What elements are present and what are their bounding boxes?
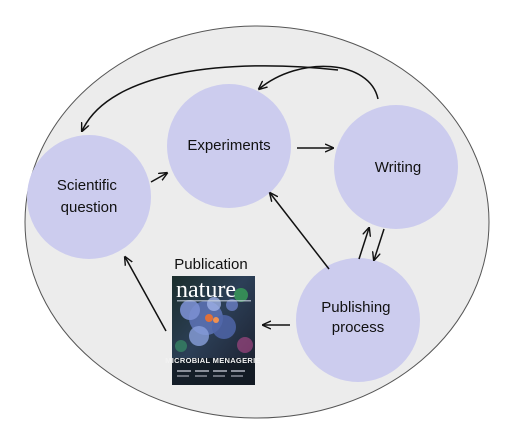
svg-text:Scientific question: Scientific question bbox=[57, 177, 121, 216]
node-writing: Writing bbox=[334, 105, 458, 229]
cover-subtitle: MICROBIAL MENAGERIE bbox=[165, 356, 261, 365]
node-writing-circle bbox=[334, 105, 458, 229]
nature-cover-image: nature MICROBIAL MENAGERIE bbox=[165, 276, 261, 385]
arrow-publication-to-question bbox=[125, 257, 167, 332]
arrow-publishing-to-writing bbox=[358, 228, 369, 260]
node-experiments: Experiments bbox=[167, 84, 291, 208]
arrow-publishing-to-experiments bbox=[270, 193, 330, 270]
node-publishing-process-label-line1: Publishing bbox=[321, 299, 390, 316]
node-scientific-question-label-line1: Scientific bbox=[57, 177, 118, 194]
arrow-writing-to-question-loop bbox=[82, 65, 339, 131]
node-scientific-question: Scientific question bbox=[27, 135, 151, 259]
node-experiments-label: Experiments bbox=[187, 137, 270, 154]
svg-text:Publishing process: Publishing process bbox=[321, 299, 394, 336]
arrows bbox=[82, 65, 385, 332]
arrow-writing-to-experiments-loop bbox=[259, 65, 379, 100]
node-publishing-process-label-line2: process bbox=[332, 319, 385, 336]
node-publishing-process-circle bbox=[296, 258, 420, 382]
arrow-writing-to-publishing bbox=[374, 228, 385, 260]
node-scientific-question-label-line2: question bbox=[61, 199, 118, 216]
publication-label: Publication bbox=[174, 256, 247, 273]
node-scientific-question-circle bbox=[27, 135, 151, 259]
node-writing-label: Writing bbox=[375, 159, 421, 176]
node-experiments-circle bbox=[167, 84, 291, 208]
node-publishing-process: Publishing process bbox=[296, 258, 420, 382]
arrow-question-to-experiments bbox=[150, 173, 167, 183]
cover-title: nature bbox=[176, 277, 236, 303]
